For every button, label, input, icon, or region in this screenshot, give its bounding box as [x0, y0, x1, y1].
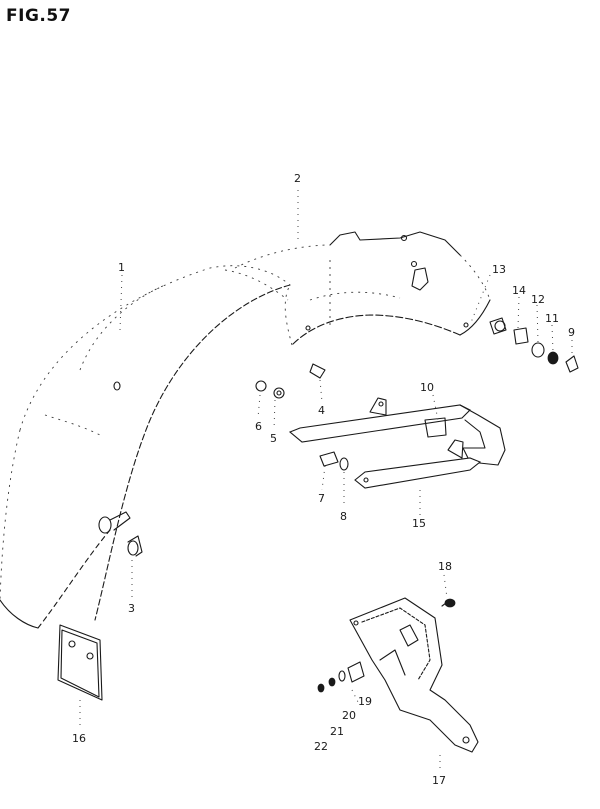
callout-4: 4 [318, 404, 325, 417]
callout-12: 12 [531, 293, 545, 306]
fender-bracket [288, 397, 506, 489]
callout-18: 18 [438, 560, 452, 573]
leader-lines [79, 190, 573, 772]
callout-19: 19 [358, 695, 372, 708]
right-hardware-set [489, 317, 579, 373]
fender-bolt [98, 511, 143, 557]
callout-labels: 1 2 3 4 5 6 7 8 9 10 11 12 13 14 15 16 1… [72, 172, 575, 787]
callout-11: 11 [545, 312, 559, 325]
callout-2: 2 [294, 172, 301, 185]
callout-1: 1 [118, 261, 125, 274]
callout-20: 20 [342, 709, 356, 722]
screw [441, 598, 456, 608]
callout-8: 8 [340, 510, 347, 523]
callout-3: 3 [128, 602, 135, 615]
callout-6: 6 [255, 420, 262, 433]
callout-5: 5 [270, 432, 277, 445]
figure-title: FIG.57 [6, 6, 72, 26]
bracket-bolt-set [319, 451, 349, 471]
fender-front-section [234, 231, 491, 346]
reflector-plate [57, 624, 103, 701]
small-hardware-stack [317, 661, 365, 693]
callout-22: 22 [314, 740, 328, 753]
callout-21: 21 [330, 725, 344, 738]
callout-9: 9 [568, 326, 575, 339]
rear-fender [0, 265, 291, 629]
bolt-washer-set [255, 363, 326, 399]
callout-10: 10 [420, 381, 434, 394]
callout-15: 15 [412, 517, 426, 530]
lower-bracket [349, 597, 479, 753]
callout-13: 13 [492, 263, 506, 276]
callout-16: 16 [72, 732, 86, 745]
callout-7: 7 [318, 492, 325, 505]
callout-14: 14 [512, 284, 526, 297]
callout-17: 17 [432, 774, 446, 787]
